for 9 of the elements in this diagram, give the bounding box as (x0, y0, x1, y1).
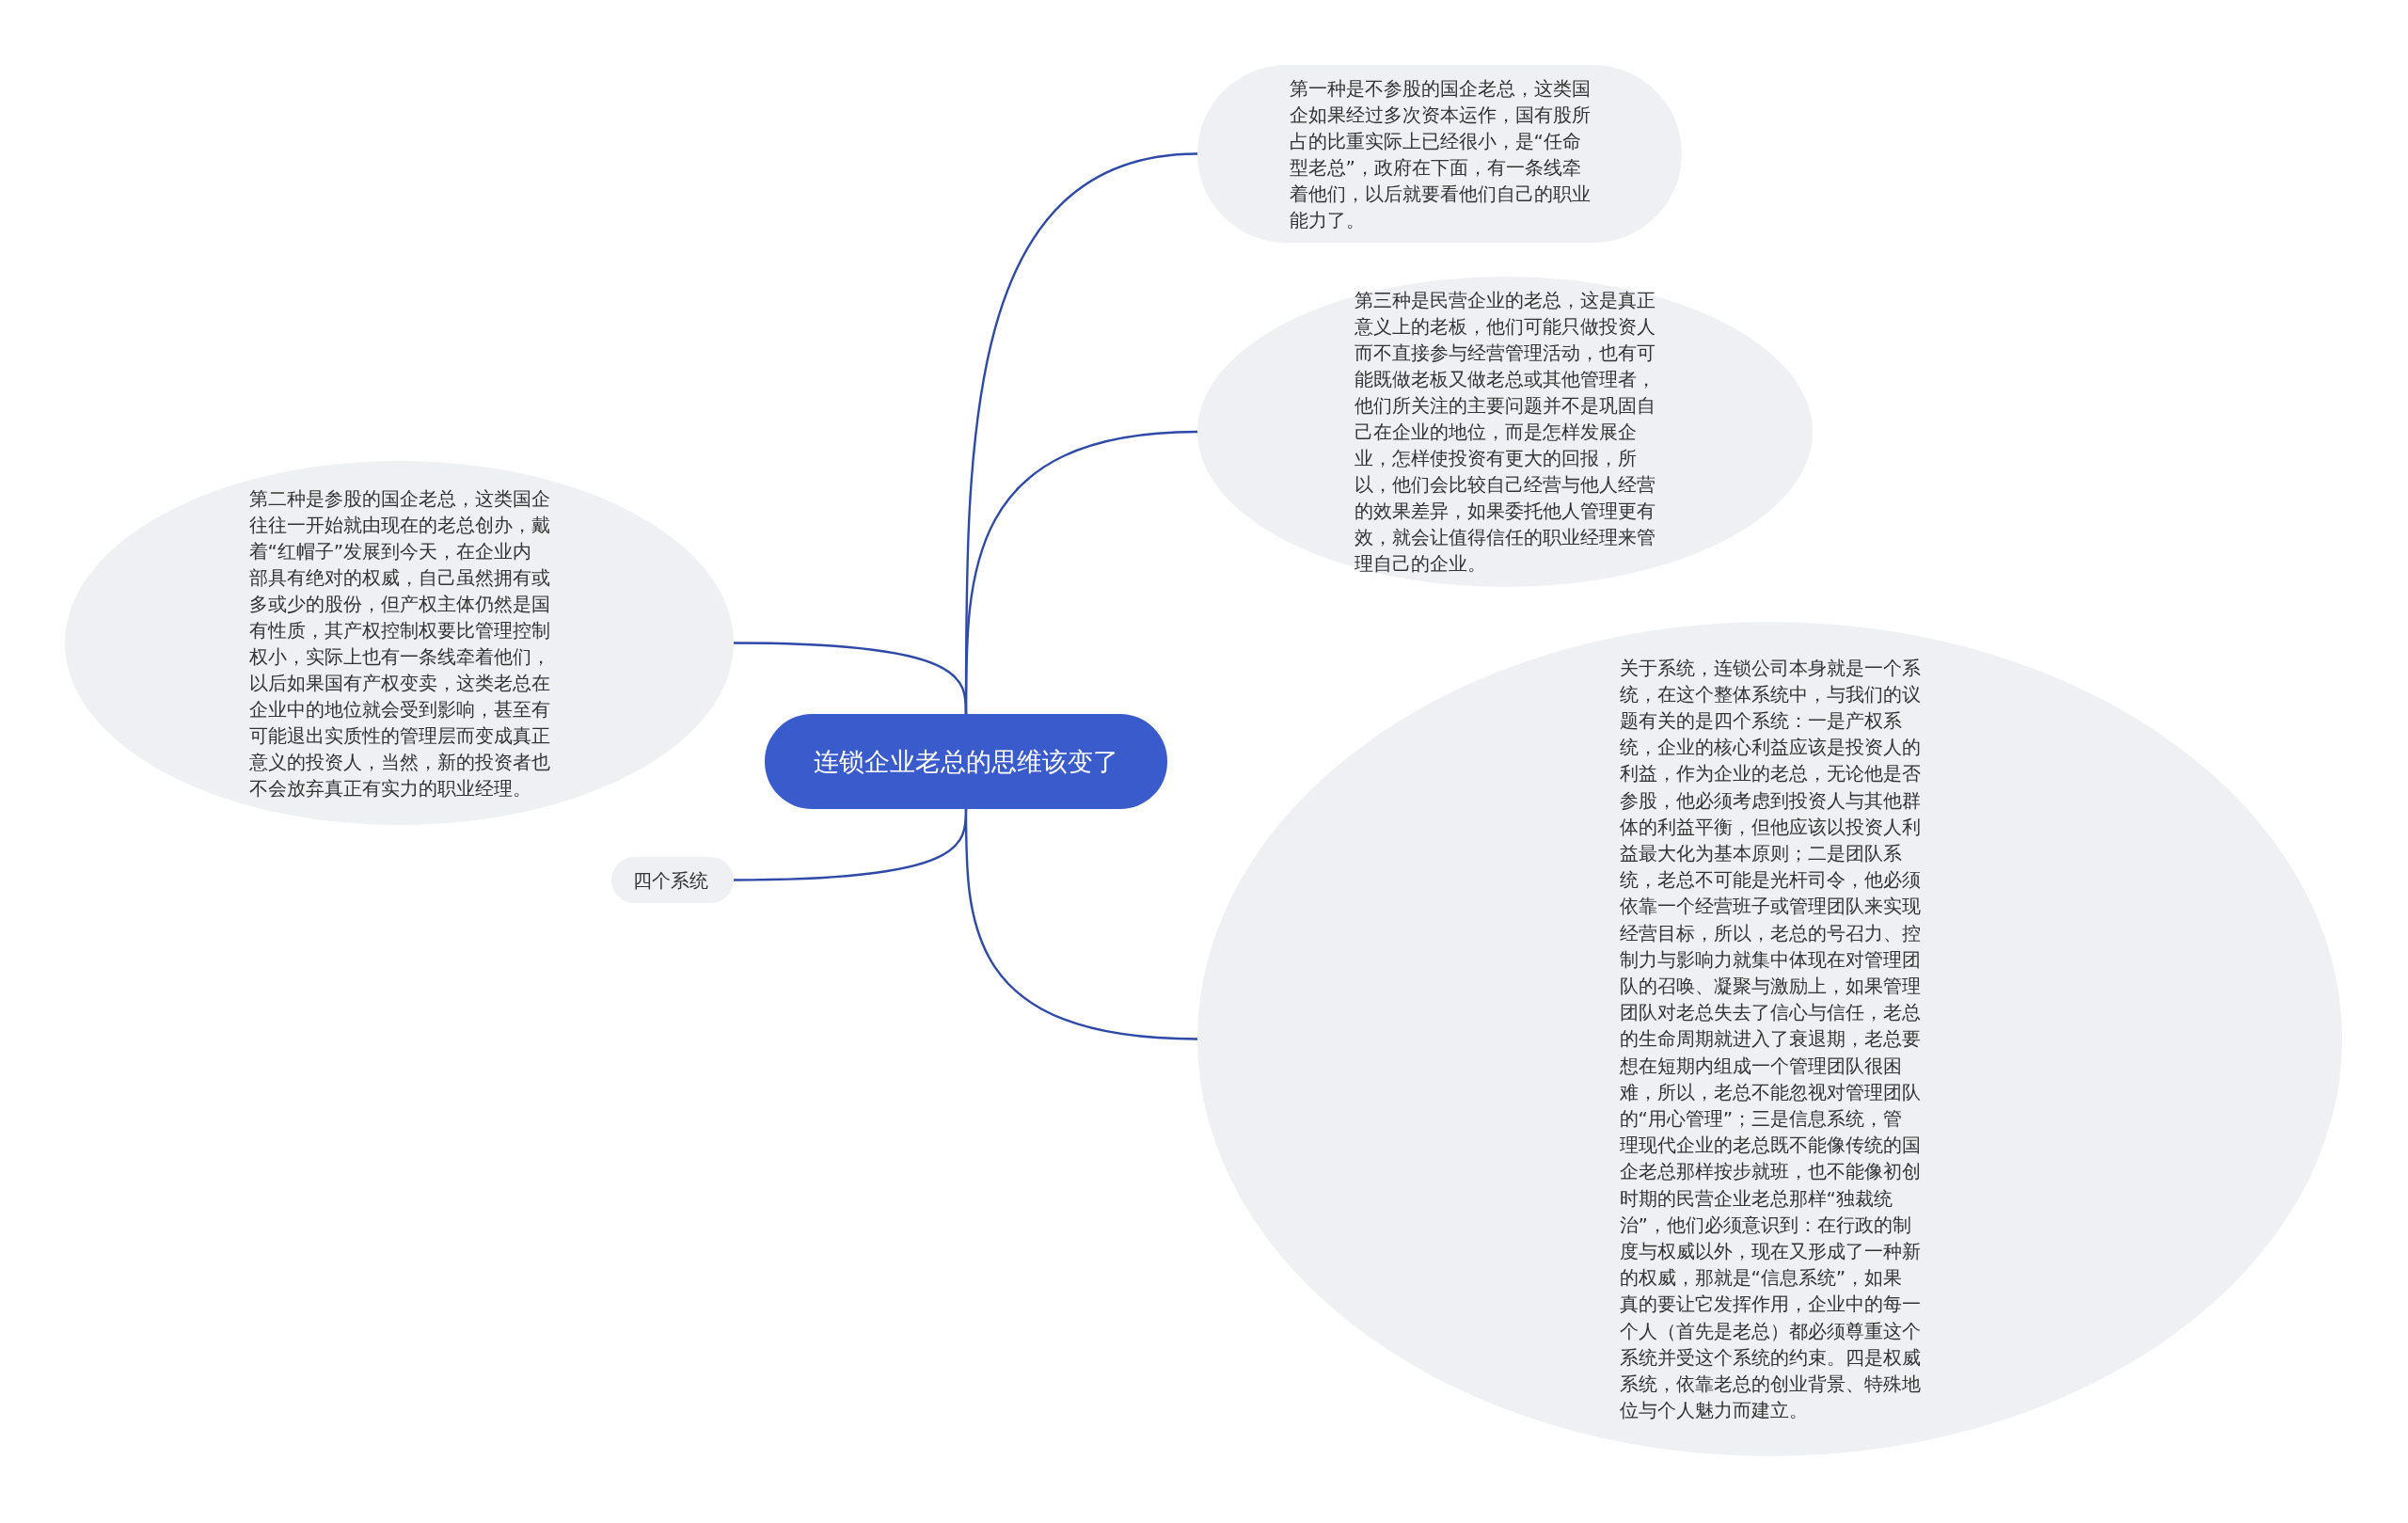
text-bubble (611, 857, 734, 903)
node-text: 四个系统 (633, 867, 709, 894)
node-text: 关于系统，连锁公司本身就是一个系统，在这个整体系统中，与我们的议题有关的是四个系统：一是产权系统，企业的核心利益应该是投资人的利益，作为企业的老总，无论他是否参股，他必须考虑到投资人与其他群体的利益平衡，但他应该以投资人利益最大化为基本原则；二是团队系统，老总不可能是光杆司令，他必须依靠一个经营班子或管理团队来实现经营目标，所以，老总的号召力、控制力与影响力就集中体现在对管理团队的召唤、凝聚与激励上，如果管理团队对老总失去了信心与信任，老总的生命周期就进入了衰退期，老总要想在短期内组成一个管理团队很困难，所以，老总不能忽视对管理团队的“用心管理”；三是信息系统，管理现代企业的老总既不能像传统的国企老总那样按步就班，也不能像初创时期的民营企业老总那样“独裁统治”，他们必须意识到：在行政的制度与权威以外，现在又形成了一种新的权威，那就是“信息系统”，如果真的要让它发挥作用，企业中的每一个人（首先是老总）都必须尊重这个系统并受这个系统的约束。四是权威系统，依靠老总的创业背景、特殊地位与个人魅力而建立。 (1619, 655, 1921, 1424)
connector-line (734, 642, 968, 715)
node-text: 第二种是参股的国企老总，这类国企往往一开始就由现在的老总创办，戴着“红帽子”发展到今天，在企业内部具有绝对的权威，自己虽然拥有或多或少的股份，但产权主体仍然是国有性质，其产权控制权要比管理控制权小，实际上也有一条线牵着他们，以后如果国有产权变卖，这类老总在企业中的地位就会受到影响，甚至有可能退出实质性的管理层而变成真正意义的投资人，当然，新的投资者也不会放弃真正有实力的职业经理。 (248, 485, 550, 801)
node-text: 第一种是不参股的国企老总，这类国企如果经过多次资本运作，国有股所占的比重实际上已经很小，是“任命型老总”，政府在下面，有一条线牵着他们，以后就要看他们自己的职业能力了。 (1289, 75, 1591, 233)
topic-title: 连锁企业老总的思维该变了 (813, 745, 1119, 778)
node-text: 第三种是民营企业的老总，这是真正意义上的老板，他们可能只做投资人而不直接参与经营管理活动，也有可能既做老板又做老总或其他管理者，他们所关注的主要问题并不是巩固自己在企业的地位，而是怎样发展企业，怎样使投资有更大的回报，所以，他们会比较自己经营与他人经营的效果差异，如果委托他人管理更有效，就会让值得信任的职业经理来管理自己的企业。 (1354, 288, 1656, 577)
connector-line (964, 809, 1198, 1040)
